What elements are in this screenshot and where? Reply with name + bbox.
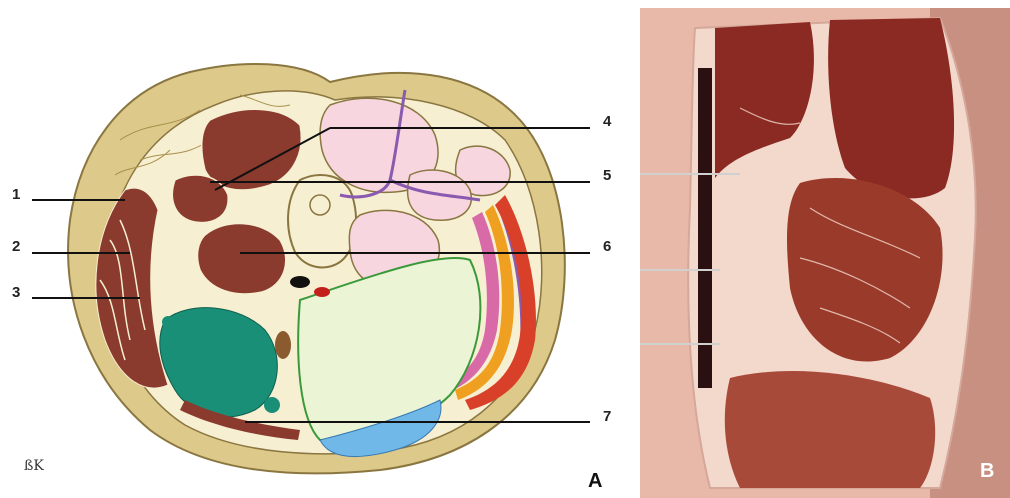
panel-b-photo: B bbox=[640, 8, 1010, 498]
panel-b-letter: B bbox=[980, 460, 994, 483]
middle-muscle bbox=[198, 224, 286, 294]
muscle-lower bbox=[725, 371, 935, 488]
colon-small bbox=[264, 397, 280, 413]
panel-a-diagram: 1 2 3 4 5 6 7 ßK A bbox=[0, 0, 640, 498]
red-vessel bbox=[314, 287, 330, 297]
label-1: 1 bbox=[12, 186, 20, 203]
cross-section-illustration bbox=[0, 0, 640, 498]
aorta-dark bbox=[290, 276, 310, 288]
artist-signature: ßK bbox=[24, 458, 44, 474]
label-6: 6 bbox=[603, 238, 611, 255]
colon-tiny bbox=[162, 316, 174, 328]
small-brown bbox=[275, 331, 291, 359]
vertebral-canal bbox=[310, 195, 330, 215]
label-7: 7 bbox=[603, 408, 611, 425]
label-3: 3 bbox=[12, 284, 20, 301]
specimen-photo bbox=[640, 8, 1010, 498]
dark-strip bbox=[698, 68, 712, 388]
label-4: 4 bbox=[603, 113, 611, 130]
panel-a-letter: A bbox=[588, 470, 602, 493]
label-2: 2 bbox=[12, 238, 20, 255]
label-5: 5 bbox=[603, 167, 611, 184]
